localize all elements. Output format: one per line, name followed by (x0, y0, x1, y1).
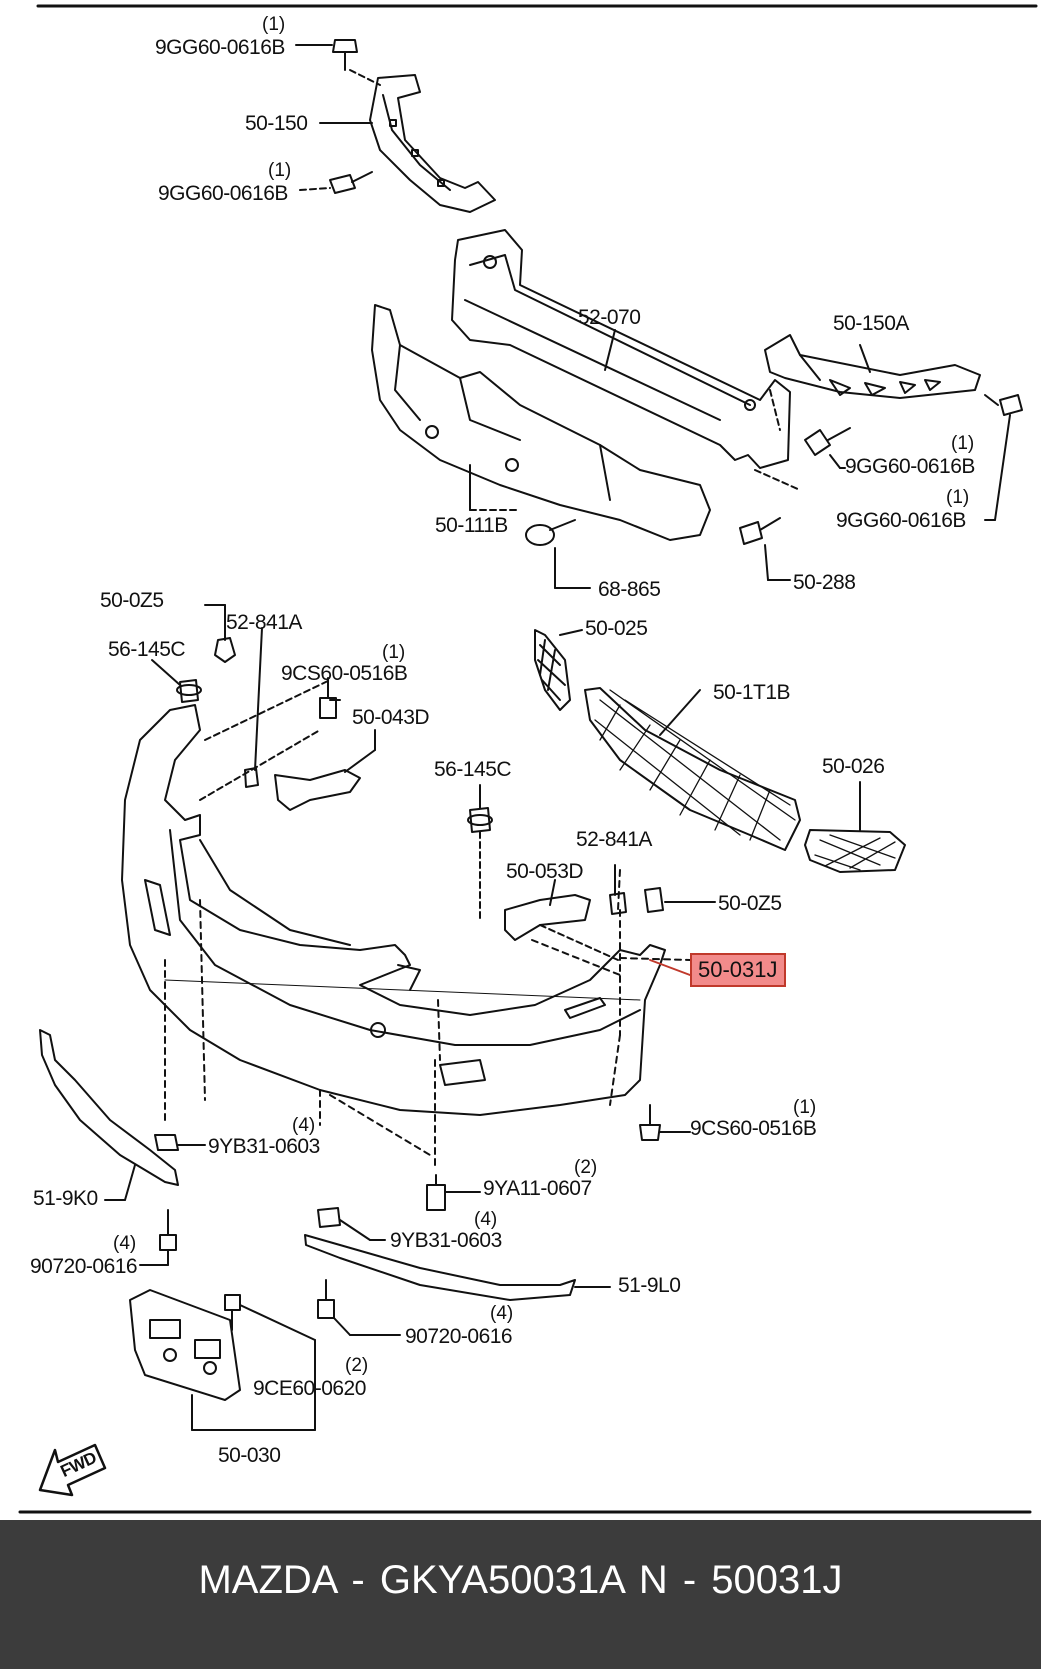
label-bolt-right-1: 9GG60-0616B (845, 455, 975, 478)
qty-screw-9cs-right: (1) (793, 1097, 817, 1118)
qty-screw-9cs-left: (1) (382, 642, 406, 663)
label-bolt-top-2: 9GG60-0616B (158, 182, 288, 205)
label-absorber: 50-111B (435, 514, 508, 537)
qty-bolt-top-2: (1) (268, 160, 292, 181)
qty-bolt-top-1: (1) (262, 14, 286, 35)
label-grille-side-left: 50-025 (585, 617, 648, 640)
label-bracket-053: 50-053D (506, 860, 584, 883)
label-grille-center: 50-1T1B (713, 681, 791, 704)
label-screw-9cs-right: 9CS60-0516B (690, 1117, 817, 1140)
label-bumper-highlighted: 50-031J (690, 953, 786, 987)
label-bracket-left: 50-150 (245, 112, 308, 135)
qty-nut-9yb-left: (4) (292, 1115, 316, 1136)
label-bracket-841-right: 52-841A (576, 828, 652, 851)
label-bolt-9ya: 9YA11-0607 (483, 1177, 592, 1200)
qty-bolt-90720-center: (4) (490, 1303, 514, 1324)
label-bolt-50-288: 50-288 (793, 571, 856, 594)
qty-bolt-right-1: (1) (951, 433, 975, 454)
qty-nut-9yb-center: (4) (474, 1209, 498, 1230)
label-bracket-right: 50-150A (833, 312, 909, 335)
label-bolt-right-2: 9GG60-0616B (836, 509, 966, 532)
label-bolt-90720-left: 90720-0616 (30, 1255, 138, 1278)
label-reinforcement: 52-070 (578, 306, 641, 329)
exploded-view-drawing (18, 4, 1038, 1514)
footer-text: MAZDA - GKYA50031A N - 50031J (198, 1558, 843, 1602)
label-molding-right: 51-9L0 (618, 1274, 681, 1297)
label-molding-left: 51-9K0 (33, 1187, 98, 1210)
label-screw-9cs-left: 9CS60-0516B (281, 662, 408, 685)
label-fastener-0z5-right: 50-0Z5 (718, 892, 782, 915)
label-plate-bracket: 50-030 (218, 1444, 281, 1467)
label-clip-145-left: 56-145C (108, 638, 186, 661)
qty-bolt-right-2: (1) (946, 487, 970, 508)
label-screw-9ce: 9CE60-0620 (253, 1377, 366, 1400)
label-bolt-90720-center: 90720-0616 (405, 1325, 513, 1348)
qty-screw-9ce: (2) (345, 1355, 369, 1376)
label-bracket-043: 50-043D (352, 706, 430, 729)
part-number-footer: MAZDA - GKYA50031A N - 50031J (0, 1520, 1041, 1669)
qty-bolt-9ya: (2) (574, 1157, 598, 1178)
qty-bolt-90720-left: (4) (113, 1233, 137, 1254)
label-clip-68: 68-865 (598, 578, 661, 601)
label-nut-9yb-left: 9YB31-0603 (208, 1135, 320, 1158)
label-bracket-841-left: 52-841A (226, 611, 302, 634)
label-bolt-top-1: 9GG60-0616B (155, 36, 285, 59)
label-nut-9yb-center: 9YB31-0603 (390, 1229, 502, 1252)
label-clip-145-center: 56-145C (434, 758, 512, 781)
parts-diagram: 9GG60-0616B (1) 50-150 9GG60-0616B (1) 5… (18, 4, 1038, 1514)
label-grille-side-right: 50-026 (822, 755, 885, 778)
label-fastener-0z5-left: 50-0Z5 (100, 589, 164, 612)
